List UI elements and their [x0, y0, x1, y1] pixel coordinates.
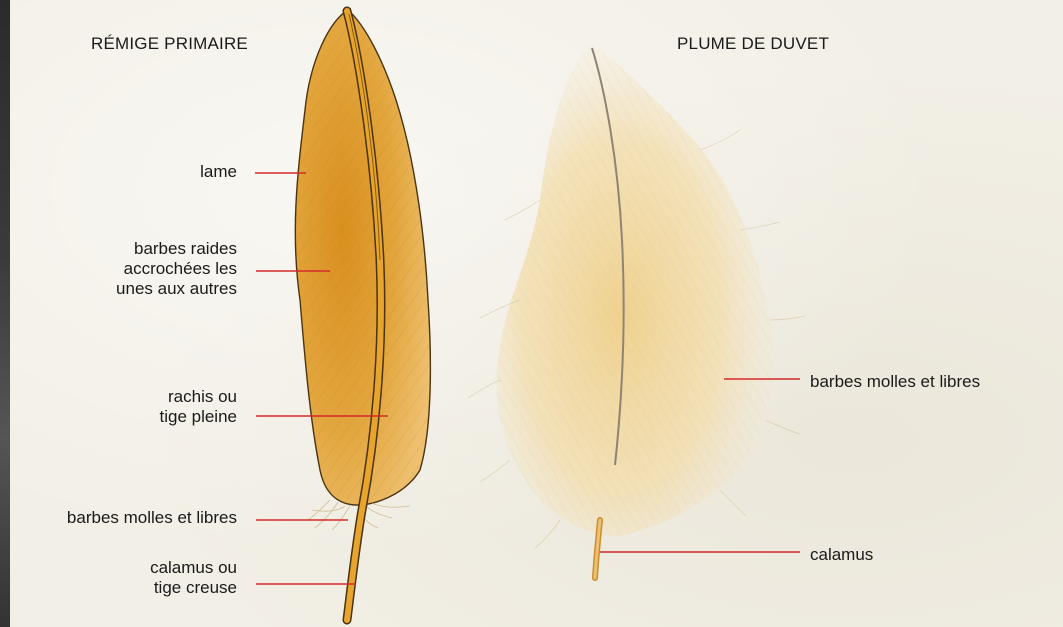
label-rachis-line1: rachis ou	[159, 387, 237, 407]
label-calamus-right: calamus	[810, 545, 873, 565]
label-calamus-left: calamus ou tige creuse	[150, 558, 237, 598]
label-calamus-left-line2: tige creuse	[150, 578, 237, 598]
label-lame: lame	[200, 162, 237, 182]
label-barbes-molles-left: barbes molles et libres	[67, 508, 237, 528]
primary-feather	[295, 10, 430, 620]
label-rachis-line2: tige pleine	[159, 407, 237, 427]
title-primary: RÉMIGE PRIMAIRE	[91, 34, 248, 54]
label-barbes-raides: barbes raides accrochées les unes aux au…	[116, 239, 237, 299]
label-barbes-raides-line3: unes aux autres	[116, 279, 237, 299]
label-barbes-molles-right: barbes molles et libres	[810, 372, 980, 392]
label-barbes-raides-line1: barbes raides	[116, 239, 237, 259]
label-calamus-left-line1: calamus ou	[150, 558, 237, 578]
title-down: PLUME DE DUVET	[677, 34, 829, 54]
label-barbes-raides-line2: accrochées les	[116, 259, 237, 279]
label-rachis: rachis ou tige pleine	[159, 387, 237, 427]
down-feather	[468, 45, 805, 578]
